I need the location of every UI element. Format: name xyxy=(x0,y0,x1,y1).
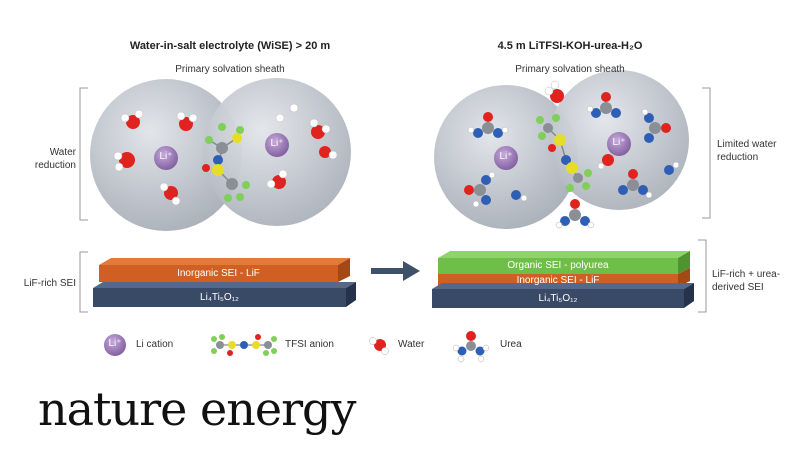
tfsi-anion-left xyxy=(202,123,250,202)
legend-li-icon xyxy=(104,334,126,356)
right-panel-title: 4.5 m LiTFSI-KOH-urea-H₂O xyxy=(497,40,643,52)
li-ion-right-2 xyxy=(607,132,631,156)
left-sei-stack xyxy=(93,258,356,307)
left-panel-subtitle: Primary solvation sheath xyxy=(175,64,285,75)
left-bracket-sei xyxy=(79,251,88,313)
li-ion-left-1 xyxy=(154,146,178,170)
legend-li-ion-label: Li⁺ xyxy=(108,338,122,349)
li-ion-label: Li⁺ xyxy=(499,151,513,162)
legend-water-icon xyxy=(369,337,389,355)
water-molecules-right xyxy=(544,80,614,170)
li-ion-label: Li⁺ xyxy=(270,138,284,149)
left-inorganic-sei-label: Inorganic SEI - LiF xyxy=(177,268,260,279)
right-sei-stack xyxy=(432,251,694,308)
li-ion-right-1 xyxy=(494,146,518,170)
transition-arrow xyxy=(371,261,420,281)
right-panel-subtitle: Primary solvation sheath xyxy=(515,64,625,75)
right-organic-sei-label: Organic SEI - polyurea xyxy=(507,260,609,271)
li-ion-left-2 xyxy=(265,133,289,157)
li-ion-label: Li⁺ xyxy=(159,151,173,162)
right-bracket-water xyxy=(702,87,711,219)
left-panel-title: Water-in-salt electrolyte (WiSE) > 20 m xyxy=(129,40,331,52)
legend-tfsi-icon xyxy=(211,334,277,356)
right-side-label-sei: LiF-rich + urea-derived SEI xyxy=(712,269,781,293)
left-electrode-label: Li₄Ti₅O₁₂ xyxy=(200,292,239,303)
legend-urea-icon xyxy=(452,331,490,363)
left-side-label-sei: LiF-rich SEI xyxy=(23,278,76,289)
water-molecules-left xyxy=(113,103,338,206)
legend-urea-label: Urea xyxy=(500,339,522,350)
tfsi-anion-right xyxy=(536,114,592,192)
legend-li-label: Li cation xyxy=(136,339,174,350)
right-electrode-label: Li₄Ti₅O₁₂ xyxy=(538,293,578,304)
urea-molecules-right xyxy=(464,92,680,229)
right-side-label-water: Limited water reduction xyxy=(717,139,777,163)
left-bracket-water xyxy=(79,87,88,221)
nature-energy-logo: nature energy xyxy=(38,382,356,436)
right-bracket-sei xyxy=(698,239,707,313)
left-side-label-water: Water reduction xyxy=(34,147,76,171)
legend-water-label: Water xyxy=(398,339,425,350)
right-inorganic-sei-label: Inorganic SEI - LiF xyxy=(516,275,600,286)
legend-tfsi-label: TFSI anion xyxy=(285,339,334,350)
li-ion-label: Li⁺ xyxy=(612,137,626,148)
